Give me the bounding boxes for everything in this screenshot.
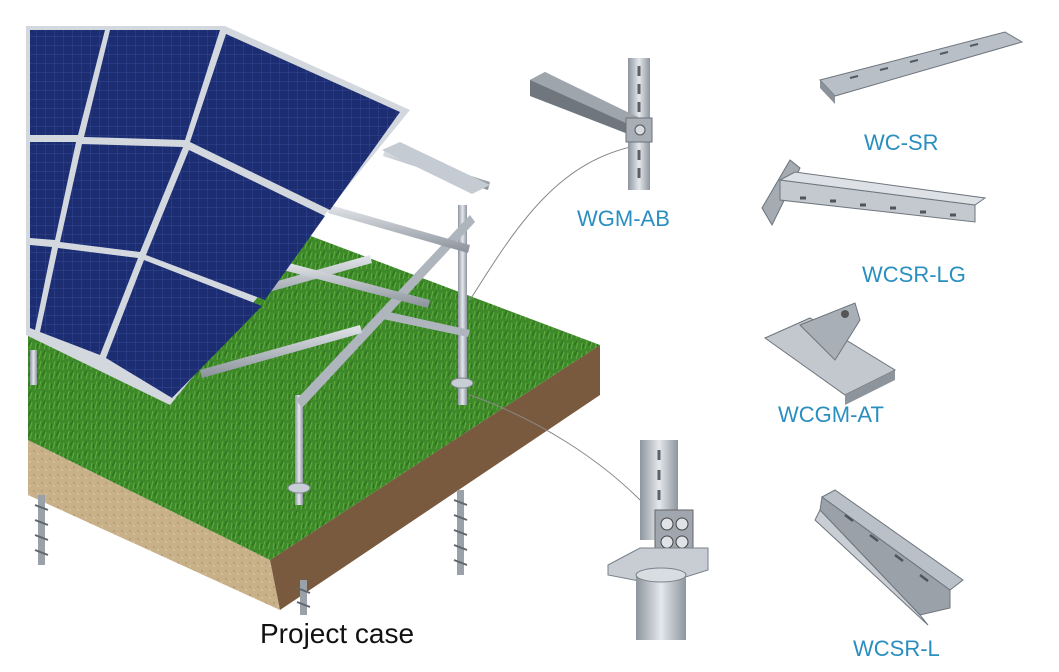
bolt xyxy=(675,535,689,549)
callout-line-pile xyxy=(469,394,641,501)
solar-panel xyxy=(30,245,52,330)
rail xyxy=(382,142,490,194)
beam-top xyxy=(530,72,640,124)
solar-panel xyxy=(60,144,183,252)
part-channel-rail-with-leg xyxy=(761,159,987,227)
part-c-channel-rail xyxy=(819,31,1024,104)
solar-array xyxy=(26,26,410,405)
purlin xyxy=(328,205,470,253)
screw-thread xyxy=(34,504,49,556)
detail-angle-bracket-joint xyxy=(530,58,653,190)
rail-slots xyxy=(800,196,956,217)
solar-panel xyxy=(30,30,105,135)
part-slotted-u-channel xyxy=(814,489,964,626)
part-label-wcsr-lg: WCSR-LG xyxy=(862,262,966,287)
screw-thread xyxy=(296,587,311,608)
soil-side-face xyxy=(270,345,600,610)
channel-floor xyxy=(819,496,951,616)
solar-panel xyxy=(30,142,76,240)
cross-beam xyxy=(200,325,362,378)
screw-pile xyxy=(38,495,45,565)
bracket-lip xyxy=(845,370,895,405)
bolt xyxy=(634,124,646,136)
pile-shaft-top xyxy=(635,567,687,583)
bolt xyxy=(660,535,674,549)
mounting-frame xyxy=(30,142,490,505)
front-post xyxy=(295,395,303,505)
solar-panel xyxy=(40,248,138,355)
screw-thread xyxy=(453,499,468,566)
bolt xyxy=(660,517,674,531)
purlin xyxy=(283,262,430,308)
solar-panel xyxy=(190,34,400,210)
solar-panel xyxy=(84,30,220,140)
bracket-hole xyxy=(841,310,849,318)
channel-wall xyxy=(814,509,929,626)
pile-shaft xyxy=(636,575,686,640)
channel-slots xyxy=(844,514,929,582)
rear-post xyxy=(458,205,467,405)
base-plate xyxy=(287,482,311,494)
part-triangle-bracket xyxy=(763,302,897,405)
rail-face xyxy=(820,80,835,104)
solar-panel xyxy=(146,150,325,300)
screw-pile xyxy=(300,580,307,615)
front-left-post xyxy=(30,350,37,385)
rail-top xyxy=(778,171,987,206)
rail-slots xyxy=(849,43,979,79)
project-case-caption: Project case xyxy=(260,618,415,649)
bolt xyxy=(675,517,689,531)
part-label-wcsr-l: WCSR-L xyxy=(853,636,940,661)
solar-panel xyxy=(106,260,262,398)
soil-front-face xyxy=(28,440,280,610)
callout-line-bracket xyxy=(469,144,641,301)
screw-piles xyxy=(34,490,468,615)
rail-body xyxy=(819,31,1024,97)
brace xyxy=(378,310,470,337)
detail-pile-head xyxy=(607,440,709,640)
base-plate xyxy=(450,377,474,389)
part-label-wgm-ab: WGM-AB xyxy=(577,206,670,231)
part-label-wcgm-at: WCGM-AT xyxy=(778,402,884,427)
part-label-wc-sr: WC-SR xyxy=(864,130,939,155)
